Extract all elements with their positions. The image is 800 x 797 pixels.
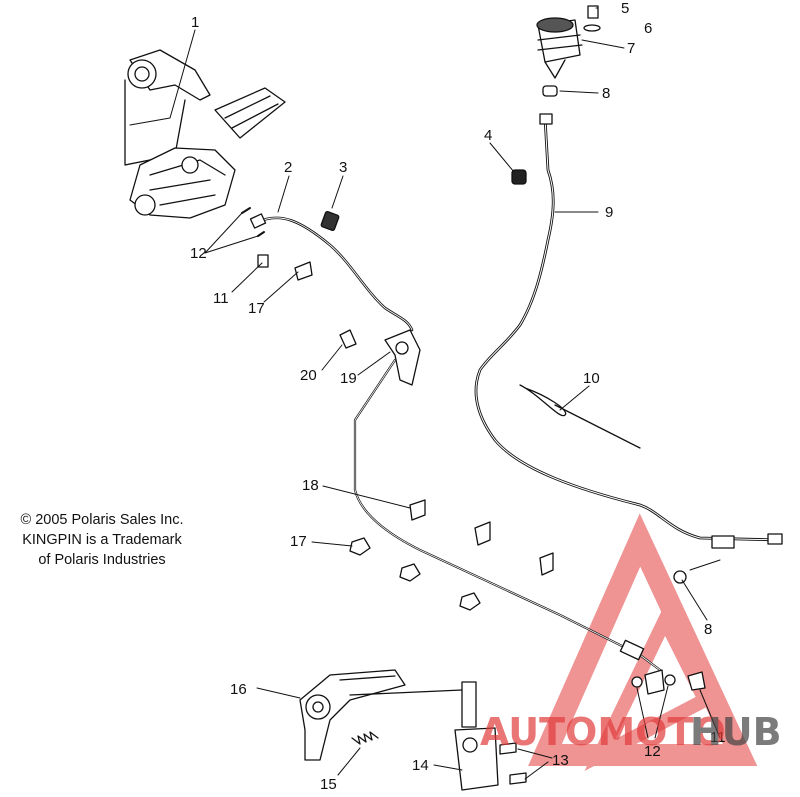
brake-caliper-assembly: [124, 49, 286, 219]
callout-5: 5: [621, 0, 629, 17]
callout-9: 9: [605, 204, 613, 221]
callout-11-bottom: 11: [710, 729, 726, 746]
callout-8-bottom: 8: [704, 621, 712, 638]
callout-labels: 1 2 3 4 5 6 7 8 9 10 12 11 17 20 19 18 1…: [190, 0, 726, 793]
leader-lines: [129, 7, 721, 780]
bolt-17-top: [294, 261, 313, 281]
copyright-notice: © 2005 Polaris Sales Inc. KINGPIN is a T…: [2, 510, 202, 570]
junction-block: [384, 329, 421, 386]
fluid-reservoir: [536, 5, 601, 79]
mounting-bolts: [499, 742, 527, 785]
callout-14: 14: [412, 757, 429, 774]
flange-nuts: [349, 537, 481, 611]
callout-2: 2: [284, 159, 292, 176]
callout-20: 20: [300, 367, 317, 384]
callout-18: 18: [302, 477, 319, 494]
callout-4: 4: [484, 127, 492, 144]
hose-clamp-bottom: [673, 570, 687, 584]
callout-15: 15: [320, 776, 337, 793]
brake-pedal: [299, 669, 406, 761]
cable-tie: [519, 384, 641, 449]
copyright-line-2: KINGPIN is a Trademark: [22, 532, 182, 548]
fitting-4: [511, 169, 527, 185]
callout-12-bottom: 12: [644, 743, 661, 760]
brake-hose: [249, 213, 414, 332]
callout-1: 1: [191, 14, 199, 31]
bleeder-screw: [320, 211, 340, 231]
callout-19: 19: [340, 370, 357, 387]
reservoir-hose: [474, 113, 783, 549]
return-spring: [351, 731, 379, 745]
watermark-text-b: HUB: [690, 710, 782, 754]
callout-6: 6: [644, 20, 652, 37]
watermark-text: AUTOMOTO HUB: [480, 710, 782, 754]
banjo-bolt: [257, 254, 269, 268]
banjo-bolt-bottom: [644, 669, 706, 695]
watermark-text-a: AUTOMOTO: [480, 710, 726, 754]
copyright-line-3: of Polaris Industries: [38, 552, 166, 568]
callout-12-top: 12: [190, 245, 207, 262]
watermark-logo: [528, 513, 758, 772]
callout-13: 13: [552, 752, 569, 769]
washers-bottom: [631, 674, 676, 688]
callout-16: 16: [230, 681, 247, 698]
line-clips: [474, 521, 554, 576]
washers-top: [241, 207, 265, 237]
callout-8-top: 8: [602, 85, 610, 102]
callout-7: 7: [627, 40, 635, 57]
line-clip-18: [409, 499, 426, 521]
callout-10: 10: [583, 370, 600, 387]
callout-11-top: 11: [213, 290, 229, 307]
callout-3: 3: [339, 159, 347, 176]
hose-clamp-top: [542, 85, 558, 97]
callout-17-top: 17: [248, 300, 265, 317]
bolt-20: [339, 329, 357, 349]
callout-17-bottom: 17: [290, 533, 307, 550]
copyright-line-1: © 2005 Polaris Sales Inc.: [20, 512, 184, 528]
brake-line: [353, 358, 662, 672]
